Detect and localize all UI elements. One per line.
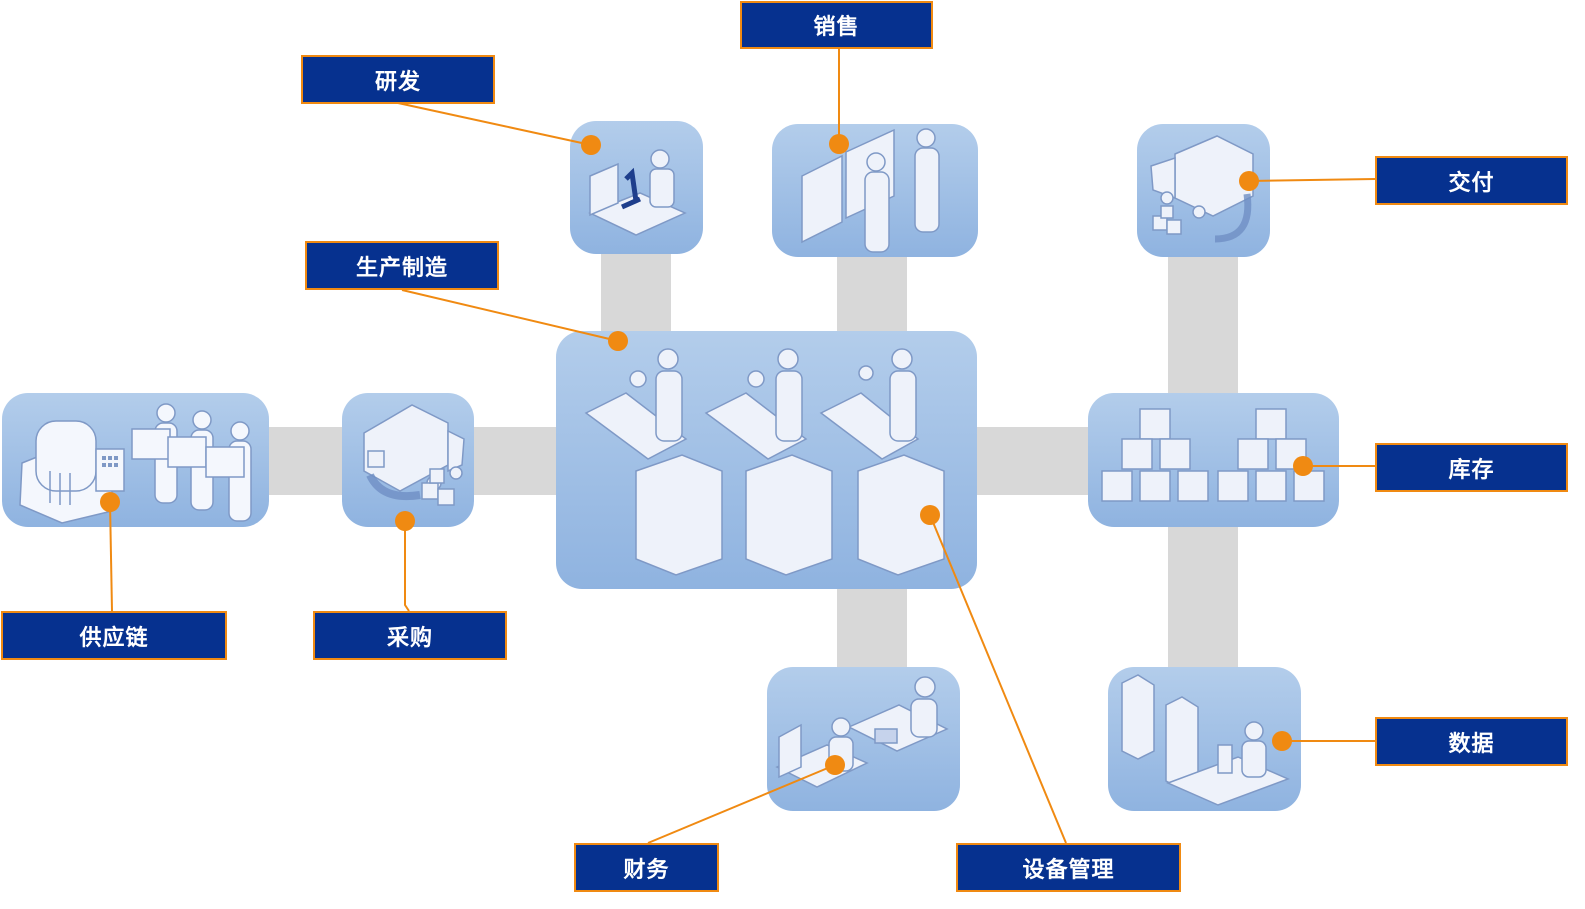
- server-operator-icon: [1121, 674, 1290, 806]
- tile-supply-chain[interactable]: [2, 393, 269, 527]
- label-supply-chain[interactable]: 供应链: [1, 611, 227, 660]
- label-delivery[interactable]: 交付: [1375, 156, 1568, 205]
- tile-finance[interactable]: [767, 667, 960, 811]
- label-inventory[interactable]: 库存: [1375, 443, 1568, 492]
- tile-inventory[interactable]: [1088, 393, 1339, 527]
- label-equipment[interactable]: 设备管理: [956, 843, 1181, 892]
- leader-rnd: [397, 102, 592, 146]
- connector-delivery-inventory: [1168, 255, 1238, 397]
- label-rnd[interactable]: 研发: [301, 55, 495, 104]
- connector-inventory-data: [1168, 525, 1238, 670]
- connector-procurement-manufacturing: [472, 427, 558, 495]
- label-manufacturing[interactable]: 生产制造: [305, 241, 499, 290]
- tile-manufacturing[interactable]: [556, 331, 977, 589]
- label-sales[interactable]: 销售: [740, 1, 933, 49]
- box-stack-icon: [1101, 408, 1325, 502]
- tile-data[interactable]: [1108, 667, 1301, 811]
- leader-procurement: [404, 521, 410, 612]
- connector-supply-procurement: [265, 427, 345, 495]
- truck-unload-icon: [363, 404, 465, 506]
- connector-manufacturing-inventory: [975, 427, 1090, 495]
- connector-sales-manufacturing: [837, 255, 907, 333]
- accounting-desk-icon: [775, 676, 949, 788]
- tile-procurement[interactable]: [342, 393, 474, 527]
- label-procurement[interactable]: 采购: [313, 611, 507, 660]
- connector-rnd-manufacturing: [601, 252, 671, 332]
- microscope-lab-icon: [588, 149, 687, 236]
- tile-rnd[interactable]: [570, 121, 703, 254]
- connector-manufacturing-finance: [837, 588, 907, 670]
- factory-workers-icon: [19, 403, 252, 524]
- handshake-presentation-icon: [801, 128, 940, 253]
- label-data[interactable]: 数据: [1375, 717, 1568, 766]
- assembly-line-icon: [584, 348, 945, 576]
- tile-sales[interactable]: [772, 124, 978, 257]
- label-finance[interactable]: 财务: [574, 843, 719, 892]
- truck-load-icon: [1150, 135, 1254, 243]
- tile-delivery[interactable]: [1137, 124, 1270, 257]
